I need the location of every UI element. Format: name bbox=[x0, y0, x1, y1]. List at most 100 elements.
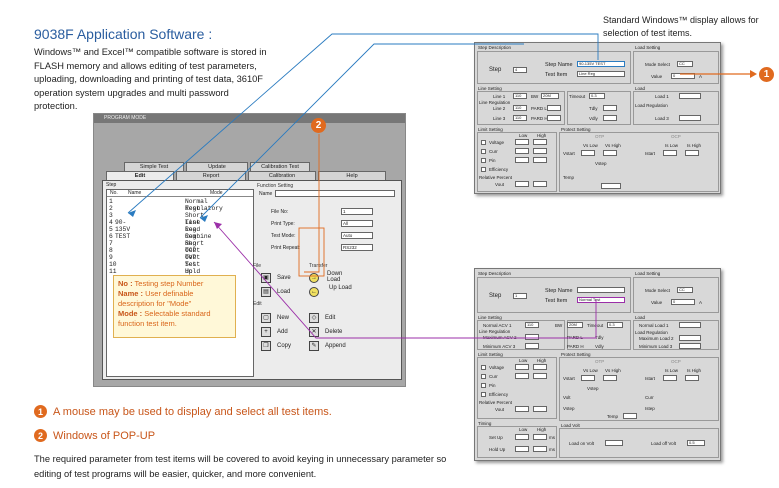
limit-input[interactable] bbox=[515, 148, 529, 154]
temp-input[interactable] bbox=[601, 183, 621, 189]
normal-acv-input[interactable]: 110 bbox=[525, 322, 539, 328]
upload-icon[interactable]: ← bbox=[309, 287, 319, 297]
mode-select[interactable]: CC bbox=[677, 61, 693, 67]
set-up-low-input[interactable] bbox=[515, 434, 529, 440]
limit-input[interactable] bbox=[515, 139, 529, 145]
is-low-input[interactable] bbox=[663, 375, 677, 381]
mode-select[interactable]: CC bbox=[677, 287, 693, 293]
copy-button[interactable]: Copy bbox=[277, 343, 292, 349]
step-name-input[interactable] bbox=[577, 287, 625, 293]
print-repeat-select[interactable]: RS232 bbox=[341, 244, 373, 251]
line3-input[interactable]: 110 bbox=[513, 115, 527, 121]
upload-button[interactable]: Up Load bbox=[329, 285, 352, 291]
limit-input[interactable] bbox=[515, 364, 529, 370]
save-icon[interactable]: ▣ bbox=[261, 273, 271, 283]
copy-icon[interactable]: ❐ bbox=[261, 341, 271, 351]
limit-input[interactable] bbox=[533, 406, 547, 412]
temp-input[interactable] bbox=[623, 413, 637, 419]
vdly-input[interactable] bbox=[603, 115, 617, 121]
limit-input[interactable] bbox=[533, 139, 547, 145]
hold-up-high-input[interactable] bbox=[533, 446, 547, 452]
append-button[interactable]: Append bbox=[325, 343, 346, 349]
timeout-input[interactable]: 0.3 bbox=[607, 322, 623, 328]
timeout-input[interactable]: 0.3 bbox=[589, 93, 605, 99]
is-low-input[interactable] bbox=[663, 150, 677, 156]
curr-checkbox[interactable] bbox=[481, 374, 486, 379]
test-item-select[interactable]: Normal Test bbox=[577, 297, 625, 303]
limit-input[interactable] bbox=[533, 157, 547, 163]
otp-option[interactable]: OTP bbox=[595, 359, 605, 364]
efficiency-checkbox[interactable] bbox=[481, 167, 486, 172]
max-acv-input[interactable] bbox=[525, 334, 539, 340]
curr-checkbox[interactable] bbox=[481, 149, 486, 154]
print-type-select[interactable]: All bbox=[341, 220, 373, 227]
limit-input[interactable] bbox=[533, 181, 547, 187]
vs-high-input[interactable] bbox=[603, 375, 617, 381]
limit-input[interactable] bbox=[533, 373, 547, 379]
tdly-input[interactable] bbox=[603, 105, 617, 111]
step-name-input[interactable]: 90-135V TEST bbox=[577, 61, 625, 67]
edit-icon[interactable]: ◇ bbox=[309, 313, 319, 323]
vs-low-input[interactable] bbox=[581, 375, 595, 381]
min-load-input[interactable] bbox=[679, 343, 701, 349]
tab-calibration-test[interactable]: Calibration Test bbox=[250, 162, 310, 171]
ocp-option[interactable]: OCP bbox=[671, 359, 681, 364]
otp-option[interactable]: OTP bbox=[595, 134, 605, 139]
line2-input[interactable]: 110 bbox=[513, 105, 527, 111]
vs-low-input[interactable] bbox=[581, 150, 595, 156]
max-load-input[interactable] bbox=[679, 335, 701, 341]
load-icon[interactable]: ▤ bbox=[261, 287, 271, 297]
new-button[interactable]: New bbox=[277, 315, 290, 321]
min-acv-input[interactable] bbox=[525, 343, 539, 349]
save-button[interactable]: Save bbox=[277, 275, 291, 281]
limit-input[interactable] bbox=[533, 364, 547, 370]
pin-checkbox[interactable] bbox=[481, 158, 486, 163]
load3-input[interactable] bbox=[679, 115, 701, 121]
download-icon[interactable]: → bbox=[309, 273, 319, 283]
append-icon[interactable]: ✎ bbox=[309, 341, 319, 351]
pin-checkbox[interactable] bbox=[481, 383, 486, 388]
limit-input[interactable] bbox=[533, 148, 547, 154]
hold-up-low-input[interactable] bbox=[515, 446, 529, 452]
name-input[interactable] bbox=[275, 190, 395, 197]
add-button[interactable]: Add bbox=[277, 329, 288, 335]
value-input[interactable]: 0 bbox=[671, 299, 695, 305]
new-icon[interactable]: ▢ bbox=[261, 313, 271, 323]
limit-input[interactable] bbox=[515, 406, 529, 412]
vs-high-input[interactable] bbox=[603, 150, 617, 156]
pard-h-input[interactable] bbox=[547, 115, 561, 121]
tab-calibration[interactable]: Calibration bbox=[248, 171, 316, 180]
pard-l-input[interactable] bbox=[547, 105, 561, 111]
is-high-input[interactable] bbox=[685, 150, 699, 156]
tab-report[interactable]: Report bbox=[176, 171, 246, 180]
step-input[interactable]: 1 bbox=[513, 293, 527, 299]
limit-input[interactable] bbox=[515, 157, 529, 163]
set-up-high-input[interactable] bbox=[533, 434, 547, 440]
limit-input[interactable] bbox=[515, 181, 529, 187]
load-off-volt-input[interactable]: 0.5 bbox=[687, 440, 705, 446]
voltage-checkbox[interactable] bbox=[481, 365, 486, 370]
voltage-checkbox[interactable] bbox=[481, 140, 486, 145]
bw-select[interactable]: 20M bbox=[541, 93, 559, 99]
ocp-option[interactable]: OCP bbox=[671, 134, 681, 139]
tab-update[interactable]: Update bbox=[186, 162, 248, 171]
test-item-select[interactable]: Line Reg bbox=[577, 71, 625, 77]
test-mode-select[interactable]: Auto bbox=[341, 232, 373, 239]
limit-input[interactable] bbox=[515, 373, 529, 379]
add-icon[interactable]: + bbox=[261, 327, 271, 337]
load1-input[interactable] bbox=[679, 93, 701, 99]
delete-icon[interactable]: ✕ bbox=[309, 327, 319, 337]
load-on-volt-input[interactable] bbox=[605, 440, 623, 446]
normal-load-input[interactable] bbox=[679, 322, 701, 328]
delete-button[interactable]: Delete bbox=[325, 329, 343, 335]
load-button[interactable]: Load bbox=[277, 289, 291, 295]
tab-help[interactable]: Help bbox=[318, 171, 386, 180]
efficiency-checkbox[interactable] bbox=[481, 392, 486, 397]
is-high-input[interactable] bbox=[685, 375, 699, 381]
edit-button[interactable]: Edit bbox=[325, 315, 336, 321]
tab-edit[interactable]: Edit bbox=[106, 171, 174, 180]
file-no-select[interactable]: 1 bbox=[341, 208, 373, 215]
tab-simple-test[interactable]: Simple Test bbox=[124, 162, 184, 171]
download-button[interactable]: Down Load bbox=[327, 271, 343, 283]
line1-input[interactable]: 110 bbox=[513, 93, 527, 99]
